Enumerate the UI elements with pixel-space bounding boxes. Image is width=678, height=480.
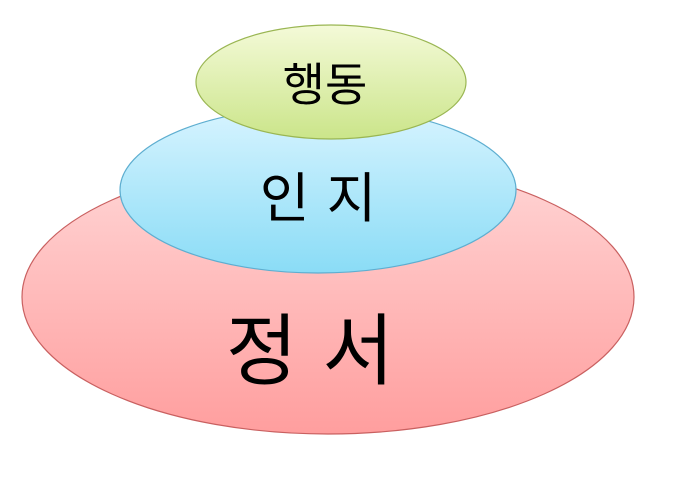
- behavior-ellipse: [195, 24, 467, 140]
- cognition-layer: 인 지: [119, 106, 517, 274]
- behavior-label: 행동: [283, 58, 368, 112]
- behavior-layer: 행동: [195, 24, 467, 140]
- cognition-label: 인 지: [260, 167, 377, 230]
- emotion-label: 정 서: [226, 307, 394, 397]
